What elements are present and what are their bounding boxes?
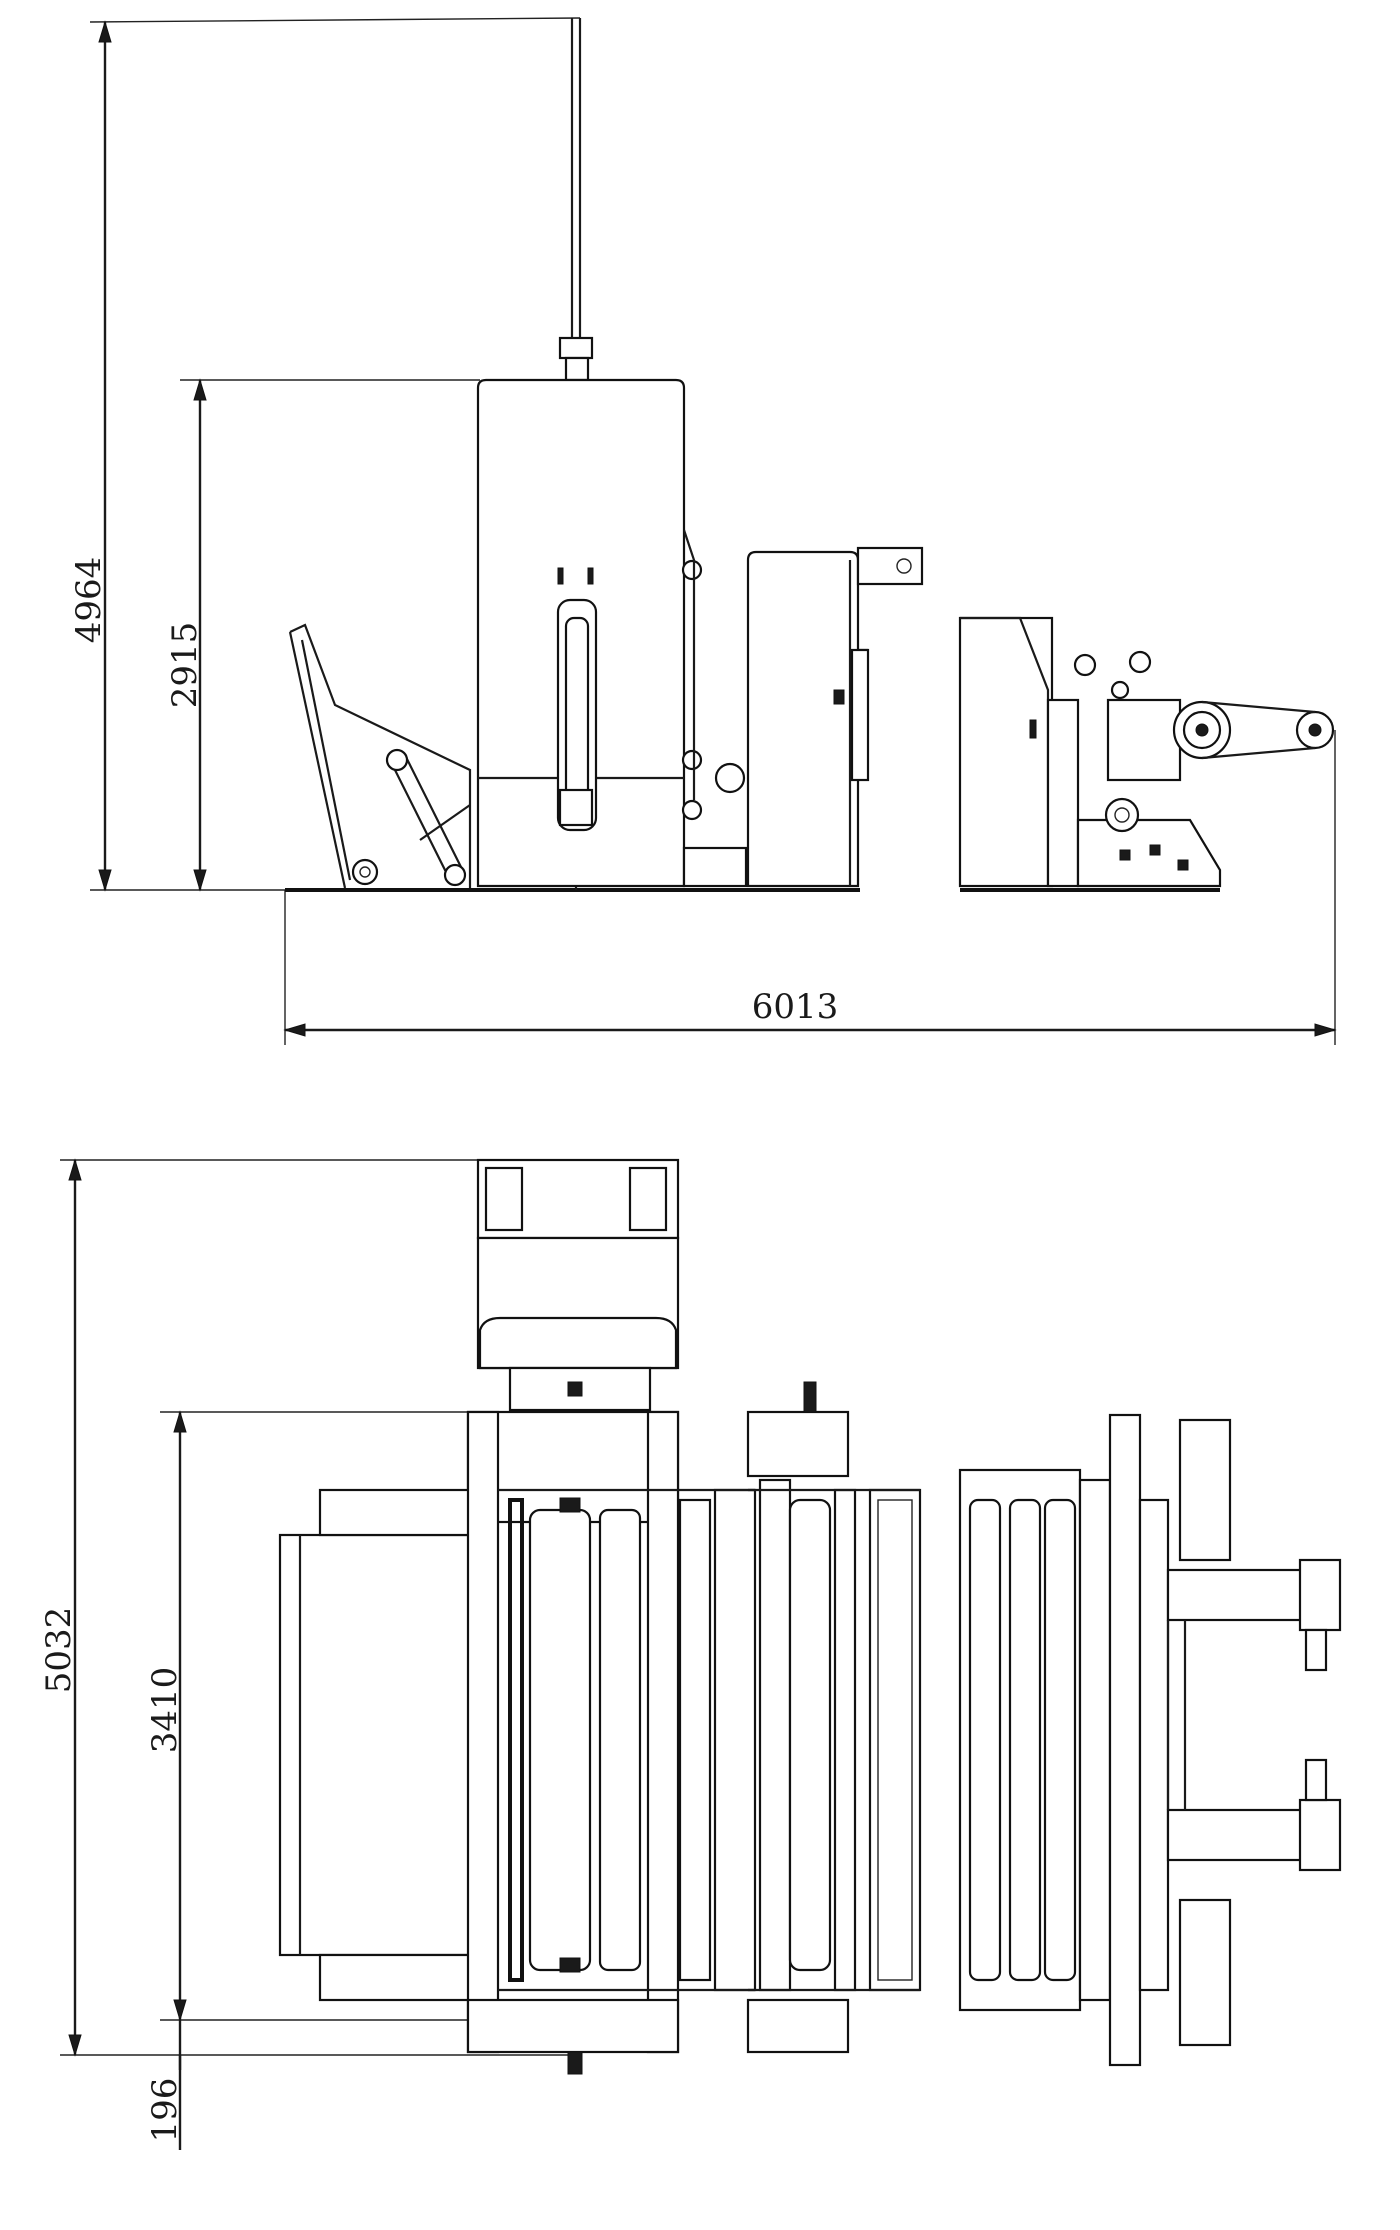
rewind-unit [958,616,1335,888]
dimension-frame-width: 3410 [145,1410,470,2022]
dimension-offset: 196 [145,2020,185,2150]
side-elevation-view: 4964 2915 6013 [69,17,1337,1045]
frame-width-label: 3410 [145,1667,185,1754]
dimension-overall-width: 5032 [39,1158,580,2057]
dimension-overall-height: 4964 [69,17,581,892]
overall-length-label: 6013 [752,987,839,1027]
main-unit-height-label: 2915 [165,622,205,709]
dimension-overall-length: 6013 [283,730,1337,1045]
unwind-stand [288,623,472,889]
overall-height-label: 4964 [69,557,109,644]
plan-laminator [746,1381,922,2054]
laminator-cabinet [746,546,924,888]
overall-width-label: 5032 [39,1607,79,1694]
plan-rewind-unit [958,1413,1342,2067]
plan-main-frame [278,1410,757,2075]
plan-view: 5032 3410 196 [39,1158,1342,2150]
offset-label: 196 [145,2078,185,2143]
main-cabinet [476,378,703,888]
plan-top-cabinet [476,1158,680,1412]
dimension-main-unit-height: 2915 [165,378,480,892]
